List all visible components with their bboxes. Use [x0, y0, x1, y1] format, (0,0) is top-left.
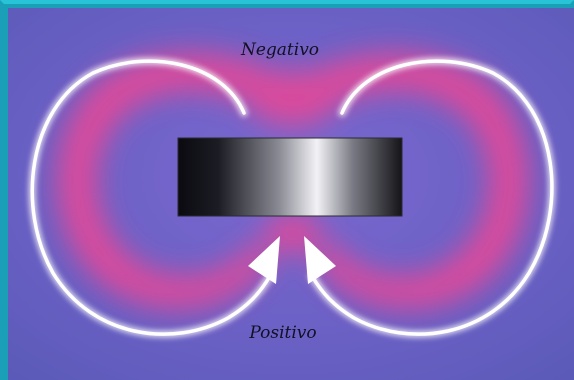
positive-pole-label: Positivo — [248, 323, 316, 343]
negative-pole-label: Negativo — [240, 40, 319, 60]
magnetic-field-diagram: Negativo Positivo — [8, 8, 574, 380]
bar-magnet — [178, 138, 402, 216]
